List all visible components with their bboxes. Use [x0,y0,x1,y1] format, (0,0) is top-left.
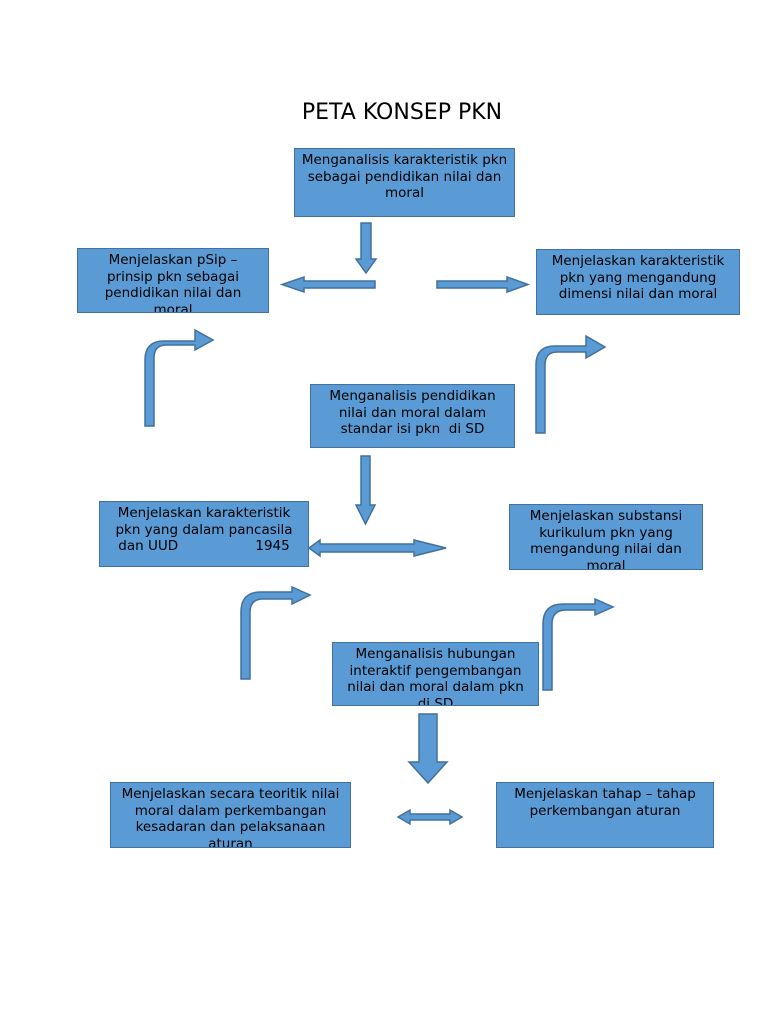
node-top: Menganalisis karakteristik pkn sebagai p… [294,148,515,217]
node-left-3: Menjelaskan secara teoritik nilai moral … [110,782,351,848]
double-arrow [396,808,464,826]
node-center-2: Menganalisis pendidikan nilai dan moral … [310,384,515,448]
bent-up-right-arrow [144,328,215,427]
double-arrow [307,538,447,558]
page-title: PETA KONSEP PKN [301,100,503,125]
right-arrow [436,275,531,294]
bent-up-right-arrow [535,334,607,434]
bent-up-right-arrow [240,585,312,680]
node-right-1: Menjelaskan karakteristik pkn yang menga… [536,249,740,315]
down-arrow [354,455,377,526]
left-arrow [279,275,376,294]
node-left-1: Menjelaskan pSip – prinsip pkn sebagai p… [77,248,269,313]
bent-up-right-arrow [542,597,615,691]
down-arrow [354,222,378,275]
node-center-3: Menganalisis hubungan interaktif pengemb… [332,642,539,706]
node-left-2: Menjelaskan karakteristik pkn yang dalam… [99,501,309,567]
down-arrow [407,713,449,785]
node-right-3: Menjelaskan tahap – tahap perkembangan a… [496,782,714,848]
node-right-2: Menjelaskan substansi kurikulum pkn yang… [509,504,703,570]
